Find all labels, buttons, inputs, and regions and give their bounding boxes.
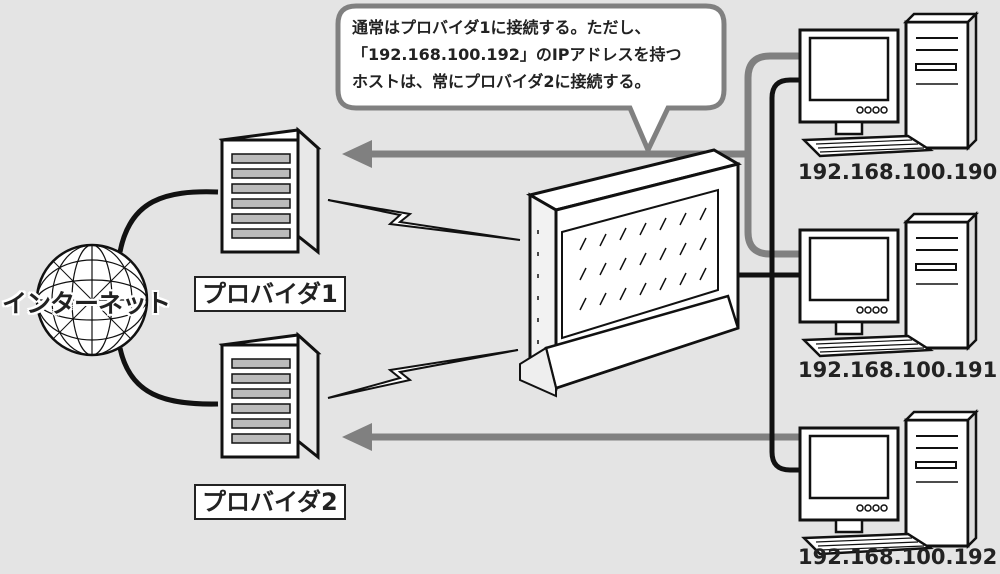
provider1-label: プロバイダ1 xyxy=(194,276,346,312)
route-arrow-provider1 xyxy=(342,140,748,168)
internet-link-provider2 xyxy=(117,347,219,407)
callout-line-3: ホストは、常にプロバイダ2に接続する。 xyxy=(352,72,651,91)
wireless-link-provider1 xyxy=(327,199,521,241)
host-pc-2 xyxy=(798,212,978,358)
callout-bubble xyxy=(335,3,727,157)
callout-line-1: 通常はプロバイダ1に接続する。ただし、 xyxy=(352,18,651,37)
provider2-server xyxy=(220,333,320,459)
callout-text: 通常はプロバイダ1に接続する。ただし、 「192.168.100.192」のIP… xyxy=(352,14,707,95)
wireless-link-provider2 xyxy=(327,349,519,399)
host-ip-3: 192.168.100.192 xyxy=(798,545,998,569)
route-loop xyxy=(744,52,800,258)
host-ip-2: 192.168.100.191 xyxy=(798,358,998,382)
host-pc-3 xyxy=(798,410,978,556)
internet-link-provider1 xyxy=(117,189,219,253)
route-arrow-provider2 xyxy=(342,423,800,451)
provider1-server xyxy=(220,128,320,254)
internet-label: インターネット xyxy=(2,289,171,318)
callout-line-2: 「192.168.100.192」のIPアドレスを持つ xyxy=(352,45,682,64)
router xyxy=(519,148,742,398)
provider2-label: プロバイダ2 xyxy=(194,484,346,520)
internet-globe xyxy=(35,243,149,357)
host-ip-1: 192.168.100.190 xyxy=(798,160,998,184)
host-pc-1 xyxy=(798,12,978,158)
